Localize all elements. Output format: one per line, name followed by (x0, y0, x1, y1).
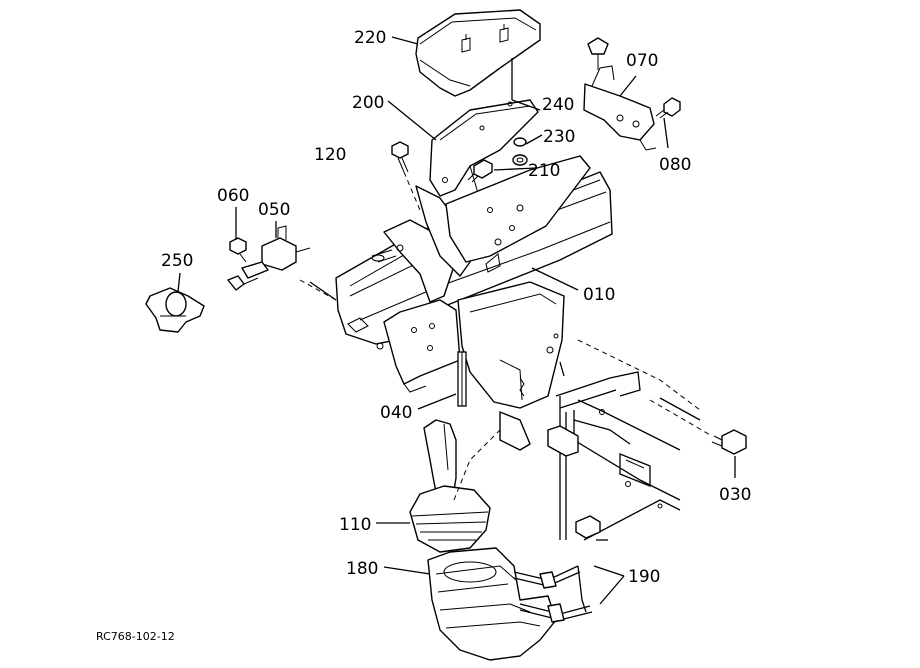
bracket-070 (583, 37, 657, 151)
label-060: 060 (217, 186, 249, 206)
label-240: 240 (542, 95, 574, 115)
label-190: 190 (628, 567, 660, 587)
nut-230 (512, 154, 528, 166)
label-030: 030 (719, 485, 751, 505)
bolt-030 (649, 399, 747, 455)
label-220: 220 (354, 28, 386, 48)
label-040: 040 (380, 403, 412, 423)
switch-050 (227, 225, 311, 291)
part-labels: 220 200 240 230 210 120 070 080 060 050 … (161, 28, 751, 587)
label-210: 210 (528, 161, 560, 181)
chassis-frame (547, 339, 701, 541)
label-230: 230 (543, 127, 575, 147)
label-180: 180 (346, 559, 378, 579)
leader-lines (177, 36, 736, 605)
bolt-060 (229, 237, 247, 263)
washer-240 (513, 137, 527, 147)
label-110: 110 (339, 515, 371, 535)
armrest-pad-220 (415, 9, 541, 97)
label-250: 250 (161, 251, 193, 271)
console-bracket-200 (429, 99, 539, 201)
bolt-210 (467, 159, 493, 183)
bolt-080 (655, 97, 681, 119)
lever-boot-180 (427, 547, 557, 661)
label-080: 080 (659, 155, 691, 175)
main-frame-010 (299, 155, 613, 393)
label-050: 050 (258, 200, 290, 220)
rod-040 (457, 351, 467, 407)
label-070: 070 (626, 51, 658, 71)
link-rods-190 (513, 565, 593, 623)
clip-250 (145, 287, 205, 333)
label-010: 010 (583, 285, 615, 305)
label-200: 200 (352, 93, 384, 113)
bolt-120 (391, 141, 421, 211)
lower-bracket (457, 281, 565, 451)
drawing-code: RC768-102-12 (96, 630, 175, 643)
control-lever-110 (409, 419, 501, 553)
label-120: 120 (314, 145, 346, 165)
